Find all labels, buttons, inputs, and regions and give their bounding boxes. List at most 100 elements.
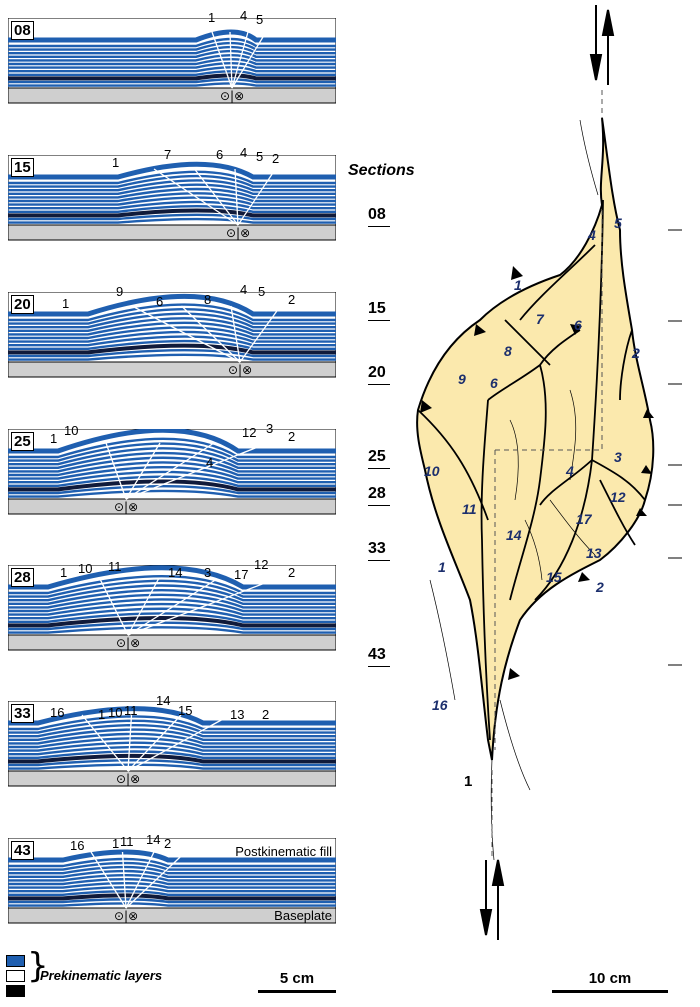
prekinematic-layer xyxy=(8,213,336,221)
prekinematic-layer xyxy=(8,593,336,609)
motion-symbol: ⊙|⊗ xyxy=(114,500,138,514)
map-fault-number: 9 xyxy=(458,371,466,387)
prekinematic-layer xyxy=(8,589,336,605)
map-fault-number: 12 xyxy=(610,489,626,505)
prekinematic-layer xyxy=(8,470,336,484)
section-index-28: 28 xyxy=(368,485,390,506)
prekinematic-layer xyxy=(8,575,336,595)
fault-number-label: 2 xyxy=(164,836,172,851)
prekinematic-layer xyxy=(8,607,336,620)
section-id-tag: 20 xyxy=(11,295,34,314)
fault-number-label: 10 xyxy=(64,423,79,438)
fault-trace xyxy=(127,578,218,636)
fault-trace xyxy=(90,851,127,909)
section-index-label: 15 xyxy=(368,300,386,317)
fault-number-label: 1 xyxy=(112,836,120,851)
section-drawing: ⊙|⊗ xyxy=(8,701,336,787)
pop-up-structure xyxy=(416,117,655,761)
prekinematic-layer xyxy=(8,890,336,896)
map-fault-number: 13 xyxy=(586,545,602,561)
fault-trace xyxy=(127,714,133,772)
map-fault-number: 14 xyxy=(506,527,522,543)
prekinematic-layer xyxy=(8,484,336,495)
fault-trace xyxy=(105,442,127,500)
prekinematic-layer xyxy=(8,78,336,84)
prekinematic-layer xyxy=(8,461,336,477)
fault-trace xyxy=(231,31,267,89)
legend-text: Prekinematic layers xyxy=(40,968,163,983)
scale-bar-right: 10 cm xyxy=(552,970,668,993)
section-index-20: 20 xyxy=(368,364,390,385)
fault-trace xyxy=(125,442,269,500)
prekinematic-layer xyxy=(8,893,336,901)
upper-layer xyxy=(8,29,336,43)
map-fault-number: 8 xyxy=(504,343,512,359)
baseplate xyxy=(8,87,336,104)
prekinematic-layer xyxy=(8,183,336,195)
fault-number-label: 2 xyxy=(288,292,296,307)
baseplate-label: Baseplate xyxy=(274,908,332,923)
fault-number-label: 11 xyxy=(124,703,138,718)
fault-trace xyxy=(127,578,276,636)
upper-layer xyxy=(8,706,336,726)
prekinematic-layer xyxy=(8,723,336,738)
fault-number-label: 16 xyxy=(70,838,85,853)
fault-trace xyxy=(230,305,241,363)
section-id-tag: 15 xyxy=(11,158,34,177)
section-id-tag: 33 xyxy=(11,704,34,723)
fault-number-label: 14 xyxy=(146,832,161,847)
scale-left-label: 5 cm xyxy=(279,970,315,987)
fault-number-label: 7 xyxy=(164,147,172,162)
fault-trace xyxy=(211,31,233,89)
prekinematic-layer xyxy=(8,208,336,218)
prekinematic-layer xyxy=(8,728,336,741)
prekinematic-layer xyxy=(8,217,336,224)
motion-symbol: ⊙|⊗ xyxy=(220,89,244,103)
prekinematic-layer xyxy=(8,442,336,462)
prekinematic-layer xyxy=(8,339,336,350)
sections-title: Sections xyxy=(348,162,415,179)
map-fault-number: 2 xyxy=(595,579,604,595)
fault-number-label: 11 xyxy=(120,834,134,849)
prekinematic-layer xyxy=(8,312,336,329)
upper-layer xyxy=(8,429,336,454)
fault-number-label: 4 xyxy=(240,8,248,23)
fault-number-label: 14 xyxy=(168,565,183,580)
prekinematic-layer xyxy=(8,353,336,361)
baseplate xyxy=(8,498,336,515)
prekinematic-layer xyxy=(8,456,336,473)
fault-number-label: 12 xyxy=(242,425,257,440)
prekinematic-layer xyxy=(8,179,336,192)
prekinematic-layer xyxy=(8,616,336,628)
legend-brace: } xyxy=(27,946,49,986)
section-id-tag: 28 xyxy=(11,568,34,587)
map-fault-number: 1 xyxy=(438,559,446,575)
section-index-label: 33 xyxy=(368,540,386,557)
section-index-33: 33 xyxy=(368,540,390,561)
legend-white-swatch xyxy=(6,970,25,982)
fault-trace xyxy=(153,168,239,226)
fault-number-label: 6 xyxy=(156,294,164,309)
scale-right-line xyxy=(552,990,668,993)
prekinematic-layer xyxy=(8,902,336,907)
prekinematic-layer xyxy=(8,330,336,343)
fault-number-label: 4 xyxy=(240,282,248,297)
prekinematic-layer xyxy=(8,715,336,731)
prekinematic-layer xyxy=(8,579,336,598)
prekinematic-layer xyxy=(8,466,336,480)
fault-number-label: 4 xyxy=(206,455,214,470)
fault-number-label: 2 xyxy=(288,565,296,580)
prekinematic-layer xyxy=(8,37,336,48)
fault-trace xyxy=(237,168,277,226)
fault-number-label: 2 xyxy=(288,429,296,444)
map-fault-number: 5 xyxy=(614,215,622,231)
fault-trace xyxy=(127,578,160,636)
map-fault-number: 15 xyxy=(546,569,562,585)
section-index-25: 25 xyxy=(368,448,390,469)
prekinematic-layer xyxy=(8,737,336,749)
